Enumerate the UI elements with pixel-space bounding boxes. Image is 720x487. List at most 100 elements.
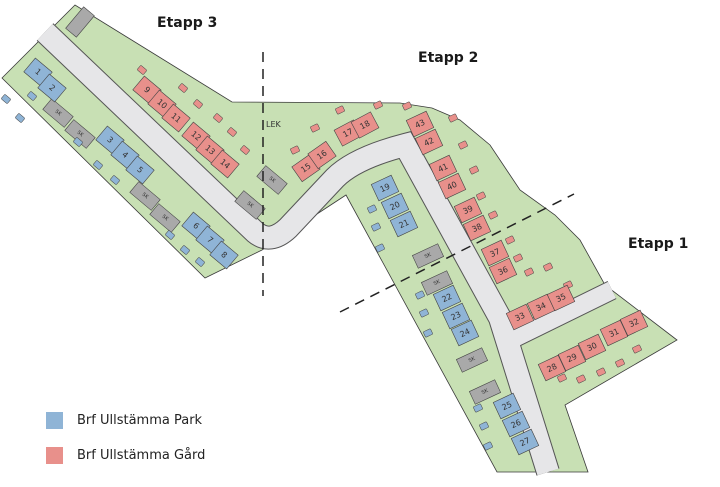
parking-spot (596, 367, 606, 377)
parking-spot (371, 222, 381, 232)
house-27[interactable]: 27 (510, 428, 540, 456)
house-16[interactable]: 16 (307, 140, 337, 170)
house-25[interactable]: 25 (492, 392, 522, 420)
house-39[interactable]: 39 (453, 196, 483, 224)
house-number: 21 (397, 218, 410, 230)
house-18[interactable]: 18 (350, 111, 380, 139)
parking-spot (524, 267, 534, 277)
shed-label: SK (141, 192, 150, 201)
house-42[interactable]: 42 (414, 128, 444, 156)
house-number: 22 (440, 292, 453, 304)
house-number: 1 (33, 67, 43, 77)
house-number: 29 (565, 352, 578, 364)
parking-spot (373, 100, 383, 110)
house-21[interactable]: 21 (389, 210, 419, 238)
playground-label: LEK (266, 120, 282, 129)
house-31[interactable]: 31 (599, 319, 629, 347)
house-plot (370, 174, 400, 202)
shed-building: SK (256, 165, 288, 195)
house-30[interactable]: 30 (577, 333, 607, 361)
house-number: 20 (388, 200, 401, 212)
etapp-2-label: Etapp 2 (418, 50, 478, 66)
shed-building: SK (42, 98, 74, 128)
legend-item-park: Brf Ullstämma Park (46, 412, 202, 429)
house-14[interactable]: 14 (210, 149, 240, 179)
house-number: 41 (436, 162, 449, 174)
house-number: 32 (627, 317, 640, 329)
road-cross (496, 281, 616, 354)
shed-building: SK (455, 347, 489, 373)
parking-spot (193, 99, 203, 109)
house-23[interactable]: 23 (441, 302, 471, 330)
park-swatch (46, 412, 63, 429)
shed-label: SK (161, 214, 170, 223)
parking-spot (93, 160, 103, 170)
house-plot (453, 196, 483, 224)
house-11[interactable]: 11 (161, 103, 191, 133)
house-number: 42 (422, 136, 435, 148)
etapp-3-label: Etapp 3 (157, 15, 217, 31)
house-19[interactable]: 19 (370, 174, 400, 202)
parking-spot (180, 245, 190, 255)
shed-label: SK (424, 252, 433, 260)
house-number: 8 (219, 250, 229, 260)
house-20[interactable]: 20 (380, 192, 410, 220)
parking-spot (1, 94, 11, 104)
house-number: 37 (488, 247, 501, 259)
house-40[interactable]: 40 (437, 172, 467, 200)
house-number: 5 (135, 165, 145, 175)
house-33[interactable]: 33 (505, 303, 535, 331)
house-2[interactable]: 2 (37, 73, 67, 103)
house-number: 40 (445, 180, 458, 192)
parking-spot (367, 204, 377, 214)
shed-building: SK (234, 190, 266, 220)
house-5[interactable]: 5 (125, 155, 155, 185)
house-plot (432, 284, 462, 312)
shed-label: SK (246, 201, 255, 210)
house-number: 34 (534, 301, 547, 313)
shed-label: SK (268, 176, 277, 185)
house-32[interactable]: 32 (619, 309, 649, 337)
house-22[interactable]: 22 (432, 284, 462, 312)
house-plot (599, 319, 629, 347)
house-plot (380, 192, 410, 220)
shed-building: SK (420, 270, 454, 296)
shed-building: SK (149, 203, 181, 233)
house-38[interactable]: 38 (462, 214, 492, 242)
house-36[interactable]: 36 (488, 257, 518, 285)
parking-spot (415, 290, 425, 300)
house-34[interactable]: 34 (526, 293, 556, 321)
house-29[interactable]: 29 (557, 344, 587, 372)
parking-spot (375, 243, 385, 253)
house-number: 43 (413, 118, 426, 130)
house-41[interactable]: 41 (428, 154, 458, 182)
house-number: 25 (500, 400, 513, 412)
house-plot (161, 103, 191, 133)
house-43[interactable]: 43 (405, 110, 435, 138)
house-24[interactable]: 24 (450, 319, 480, 347)
house-number: 6 (191, 221, 201, 231)
legend-label-park: Brf Ullstämma Park (77, 413, 203, 428)
house-28[interactable]: 28 (537, 354, 567, 382)
house-plot (441, 302, 471, 330)
shed-building: SK (411, 243, 445, 269)
house-plot (414, 128, 444, 156)
house-35[interactable]: 35 (546, 284, 576, 312)
parking-spot (513, 253, 523, 263)
parking-spot (483, 441, 493, 451)
parking-spot (476, 191, 486, 201)
legend-item-gard: Brf Ullstämma Gård (46, 447, 205, 464)
house-37[interactable]: 37 (480, 239, 510, 267)
house-number: 19 (378, 182, 391, 194)
parking-spot (213, 113, 223, 123)
house-26[interactable]: 26 (501, 410, 531, 438)
parking-spot (615, 358, 625, 368)
house-number: 36 (496, 265, 509, 277)
house-plot (405, 110, 435, 138)
house-8[interactable]: 8 (209, 240, 239, 270)
house-number: 23 (449, 310, 462, 322)
shed-label: SK (481, 388, 490, 396)
parking-spot (240, 145, 250, 155)
